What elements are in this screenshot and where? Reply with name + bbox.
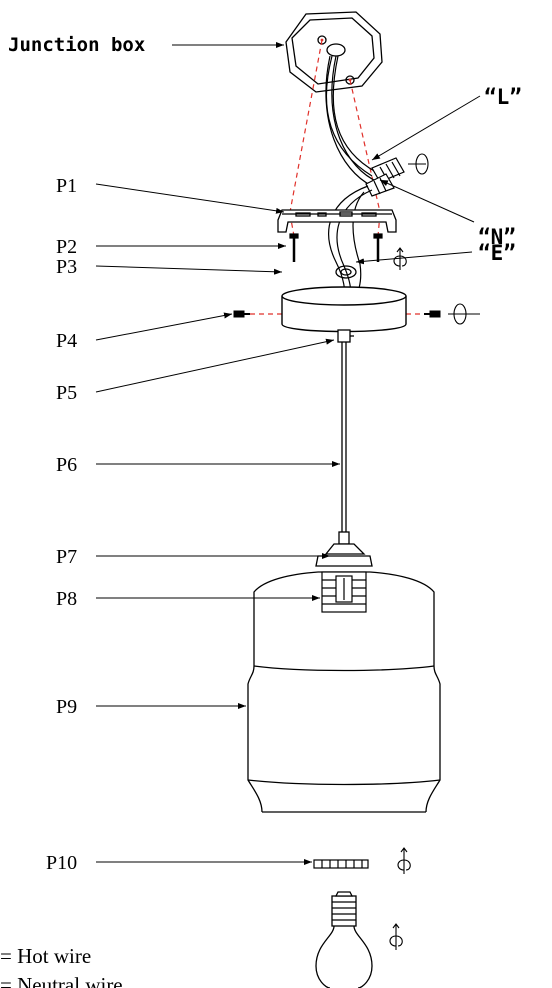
light-bulb [315, 891, 373, 988]
label-P2: P2 [56, 236, 77, 258]
legend-hot-wire: = Hot wire [0, 944, 91, 968]
rotate-icons [389, 153, 480, 950]
bulb-socket [321, 571, 367, 613]
label-junction-box: Junction box [8, 34, 145, 56]
ground-loop [335, 265, 357, 279]
label-P4: P4 [56, 330, 77, 352]
rotate-icon [389, 923, 403, 950]
rotate-icon [448, 303, 480, 325]
label-P5: P5 [56, 382, 77, 404]
mounting-screws [289, 233, 383, 262]
label-P1: P1 [56, 175, 77, 197]
canopy [281, 286, 407, 333]
mounting-bar [277, 209, 397, 233]
label-L: “L” [484, 85, 522, 109]
leader-lines [95, 42, 481, 865]
label-P7: P7 [56, 546, 77, 568]
label-P3: P3 [56, 256, 77, 278]
label-P10: P10 [46, 852, 77, 874]
suspension-rod [341, 342, 347, 532]
legend-neutral-wire: = Neutral wire [0, 973, 123, 988]
label-P9: P9 [56, 696, 77, 718]
rotate-icon [408, 153, 429, 175]
shade-ring [313, 859, 369, 869]
rotate-icon [397, 847, 411, 874]
fixture-wires [328, 185, 373, 301]
supply-wires [325, 55, 379, 187]
label-N: “N” [478, 225, 516, 249]
label-P8: P8 [56, 588, 77, 610]
canopy-screws [233, 310, 441, 318]
socket-cap [315, 531, 373, 567]
glass-shade [247, 571, 441, 813]
label-P6: P6 [56, 454, 77, 476]
cord-grip [337, 329, 354, 343]
label-E: “E” [478, 241, 516, 265]
rotate-icon [393, 247, 407, 270]
